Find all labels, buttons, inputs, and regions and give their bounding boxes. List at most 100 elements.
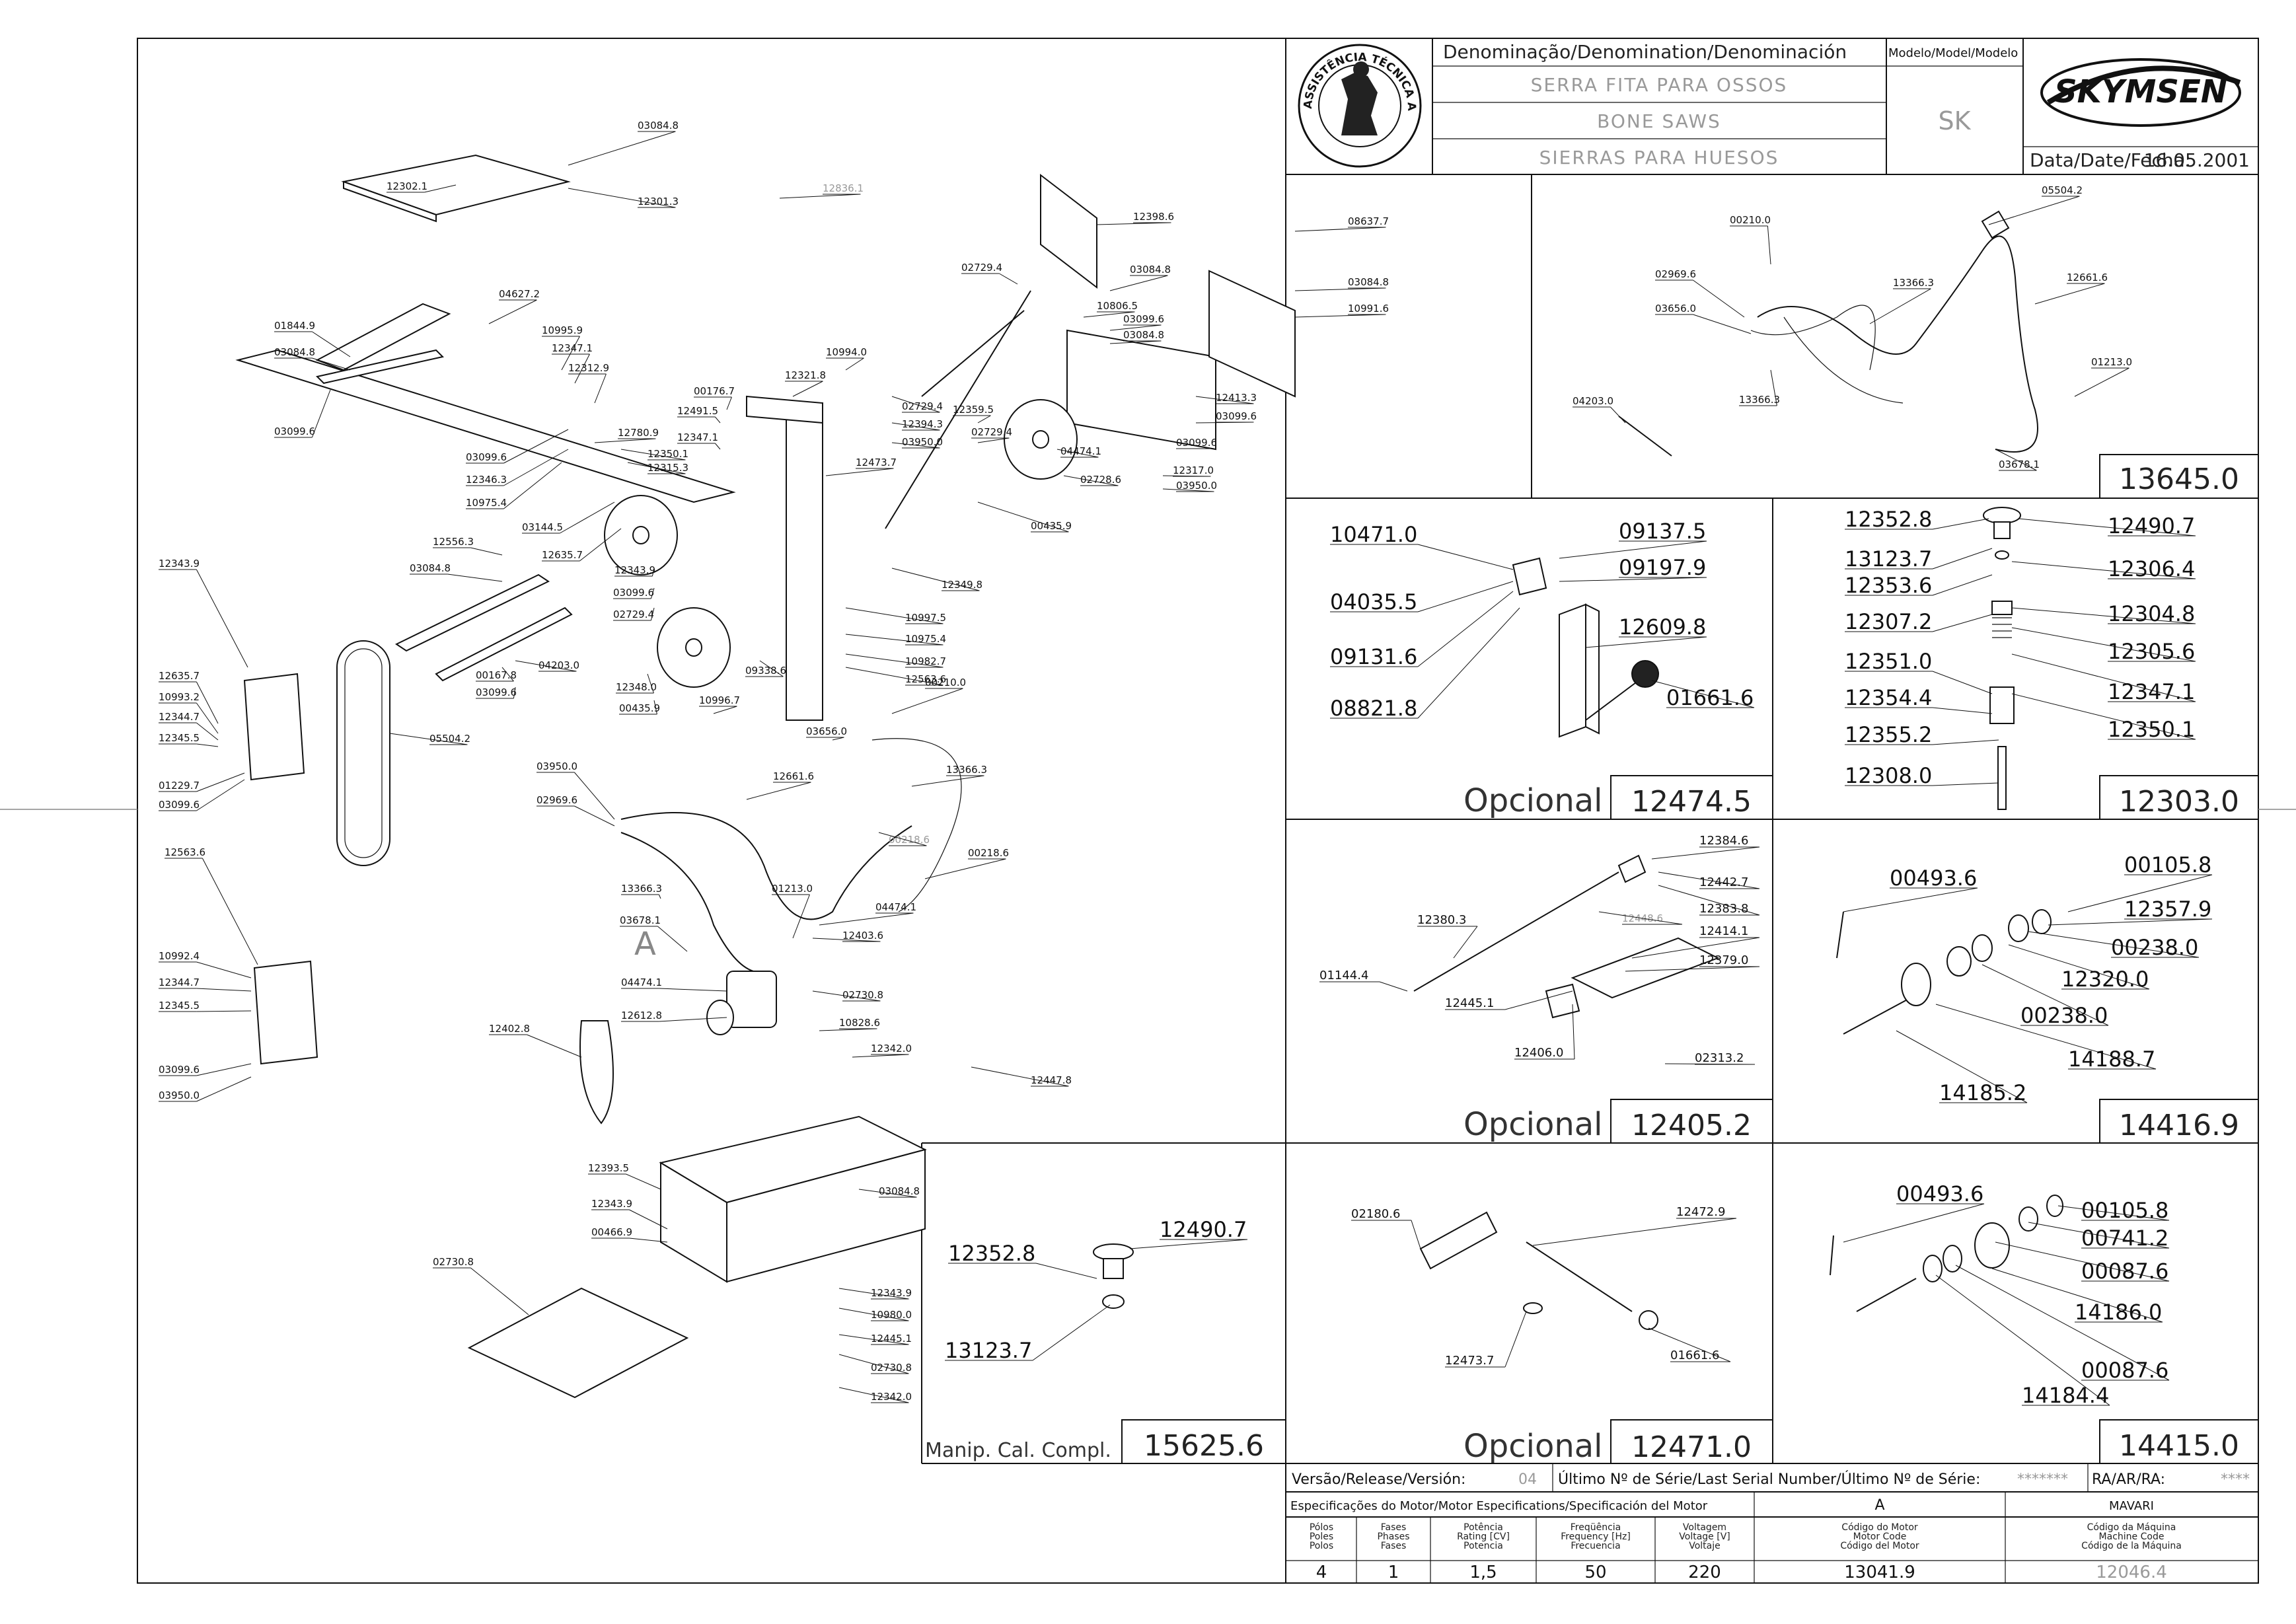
main-label-93: 12402.8	[489, 1023, 530, 1035]
elec-label-1: 00210.0	[1730, 214, 1771, 226]
asm14416-label-7: 14185.2	[1939, 1080, 2026, 1105]
main-label-92: 10828.6	[839, 1017, 880, 1029]
main-label-53: 10997.5	[905, 612, 946, 624]
column-a-label: A	[1874, 1497, 1884, 1514]
elec-label-9: 03678.1	[1999, 459, 2040, 470]
opt12471-label-2: 12473.7	[1445, 1354, 1494, 1368]
main-label-61: 12635.7	[159, 670, 200, 682]
technical-assistance-seal: ASSISTÊNCIA TÉCNICA AUTORIZADA	[0, 0, 1422, 168]
main-label-94: 12342.0	[871, 1043, 912, 1054]
main-label-83: 12563.6	[165, 846, 205, 858]
asm14415-label-5: 00087.6	[2081, 1358, 2168, 1383]
code-12471: 12471.0	[1631, 1430, 1752, 1464]
opt12474-right-label-1: 09197.9	[1619, 555, 1706, 580]
main-label-104: 10980.0	[871, 1309, 912, 1321]
opt12474-left-label-0: 10471.0	[1330, 522, 1417, 547]
motor-spec-label: Especificações do Motor/Motor Especifica…	[1290, 1499, 1708, 1513]
code-15625: 15625.6	[1144, 1429, 1264, 1463]
main-label-59: 12348.0	[616, 681, 657, 693]
main-label-70: 05504.2	[429, 733, 470, 745]
opt12405-label-0: 12384.6	[1699, 834, 1748, 848]
footer-col-2-head-1: Rating [CV]	[1457, 1532, 1510, 1542]
main-label-3: 12836.1	[823, 182, 864, 194]
footer-col-3-head-1: Frequency [Hz]	[1561, 1532, 1631, 1542]
main-label-79: 00218.6	[968, 847, 1009, 859]
main-label-95: 03099.6	[159, 1064, 200, 1076]
denomination-header: Denominação/Denomination/Denominación	[1443, 41, 1847, 63]
main-label-43: 10975.4	[466, 497, 507, 509]
main-label-30: 12394.3	[902, 418, 943, 430]
assembly-14416-drawing	[1836, 909, 2052, 1035]
opt12405-label-5: 12414.1	[1699, 924, 1748, 938]
asm14416-label-4: 12320.0	[2061, 967, 2149, 992]
asm14416-label-5: 00238.0	[2020, 1003, 2108, 1028]
main-label-44: 03144.5	[522, 521, 563, 533]
footer-col-2-head-0: Potência	[1463, 1522, 1503, 1533]
footer-columns: PólosPolesPolos4FasesPhasesFases1Potênci…	[1310, 1522, 2182, 1582]
main-label-8: 02729.4	[961, 262, 1002, 274]
name-en: BONE SAWS	[1597, 110, 1721, 132]
asm12303-left-label-0: 12352.8	[1845, 507, 1932, 532]
elec-label-3: 13366.3	[1893, 277, 1934, 289]
main-label-106: 02730.8	[871, 1362, 912, 1374]
main-label-80: 01213.0	[772, 883, 813, 895]
opt12405-label-9: 12406.0	[1514, 1046, 1563, 1060]
svg-text:ASSISTÊNCIA TÉCNICA AUTORIZADA: ASSISTÊNCIA TÉCNICA AUTORIZADA	[0, 0, 1418, 112]
elec-label-5: 12661.6	[2067, 272, 2108, 283]
main-label-82: 03678.1	[620, 914, 661, 926]
main-label-35: 02728.6	[1080, 474, 1121, 486]
main-label-68: 10996.7	[699, 694, 740, 706]
serial-value: *******	[2017, 1471, 2068, 1488]
main-label-101: 00466.9	[591, 1226, 632, 1238]
footer-col-0-head-1: Poles	[1310, 1532, 1333, 1542]
main-label-28: 12347.1	[677, 431, 718, 443]
opt12474-right-label-2: 12609.8	[1619, 614, 1706, 640]
footer-col-1-head-1: Phases	[1377, 1532, 1409, 1542]
asm14416-label-1: 00105.8	[2124, 852, 2211, 877]
opt12405-label-7: 01144.4	[1319, 969, 1368, 982]
footer-col-5-head-2: Código del Motor	[1840, 1541, 1919, 1551]
opt12405-label-1: 12442.7	[1699, 875, 1748, 889]
footer-col-4-head-2: Voltaje	[1689, 1541, 1721, 1551]
main-label-47: 12343.9	[614, 564, 655, 576]
footer-col-4-head-0: Voltagem	[1683, 1522, 1726, 1533]
asm14416-label-6: 14188.7	[2068, 1047, 2155, 1072]
asm14415-label-6: 14184.4	[2022, 1383, 2109, 1408]
skymsen-logo: SKYMSEN	[2040, 58, 2241, 127]
main-label-72: 03099.6	[159, 799, 200, 811]
opt12474-left-label-3: 08821.8	[1330, 696, 1417, 721]
assembly-14416-labels: 00493.600105.812357.900238.012320.000238…	[1843, 852, 2213, 1105]
main-label-27: 12780.9	[618, 427, 659, 439]
code-14416: 14416.9	[2119, 1109, 2239, 1142]
code-12474: 12474.5	[1631, 785, 1752, 819]
main-label-4: 12398.6	[1133, 211, 1174, 223]
main-label-7: 10991.6	[1348, 303, 1389, 314]
main-label-84: 04474.1	[875, 901, 916, 913]
main-label-57: 12563.6	[905, 673, 946, 685]
main-label-1: 12302.1	[387, 180, 427, 192]
main-label-56: 12343.9	[159, 558, 200, 570]
option-12405-drawing	[1413, 854, 1720, 1019]
assembly-12303-labels: 12352.813123.712353.612307.212351.012354…	[1845, 507, 2196, 788]
elec-label-2: 02969.6	[1655, 268, 1696, 280]
asm14415-label-4: 14186.0	[2075, 1300, 2162, 1325]
main-label-10: 10806.5	[1097, 300, 1138, 312]
opt12471-label-1: 12472.9	[1676, 1205, 1725, 1219]
footer-col-6-value: 12046.4	[2096, 1563, 2167, 1582]
sheet-border	[137, 38, 2259, 1584]
ra-label: RA/AR/RA:	[2092, 1471, 2165, 1488]
main-label-37: 03950.0	[1176, 480, 1217, 492]
opt12405-label-8: 12445.1	[1445, 996, 1494, 1010]
asm14415-label-2: 00741.2	[2081, 1226, 2168, 1251]
main-label-103: 02730.8	[433, 1256, 474, 1268]
asm12303-left-label-7: 12308.0	[1845, 763, 1932, 788]
main-label-0: 03084.8	[638, 120, 679, 131]
name-pt: SERRA FITA PARA OSSOS	[1531, 74, 1788, 96]
main-label-81: 13366.3	[621, 883, 662, 895]
manip-label-0: 12352.8	[948, 1241, 1035, 1266]
main-label-38: 03099.6	[466, 451, 507, 463]
main-label-33: 02729.4	[971, 426, 1012, 438]
main-label-74: 02969.6	[537, 794, 577, 806]
footer-col-6-head-1: Machine Code	[2099, 1532, 2165, 1542]
